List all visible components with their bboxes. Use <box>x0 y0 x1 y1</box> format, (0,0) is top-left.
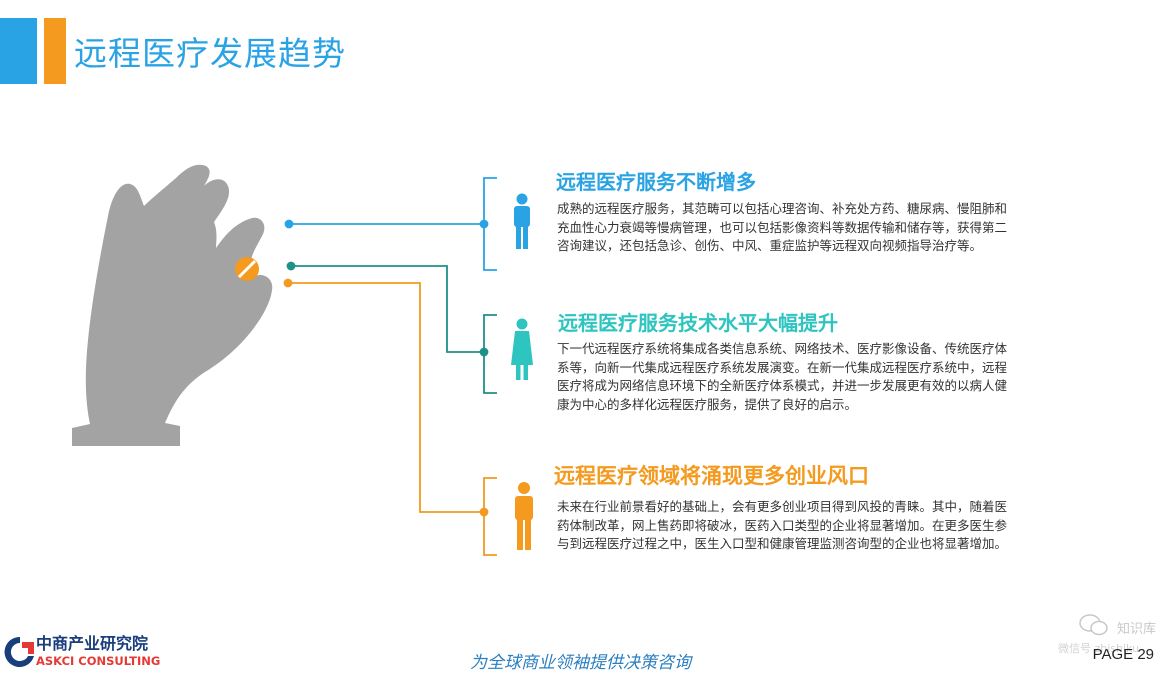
man-icon <box>515 482 533 550</box>
hand-icon <box>72 164 273 446</box>
page-number: PAGE 29 <box>1092 646 1154 663</box>
askci-logo-icon <box>4 636 35 667</box>
watermark-name: 知识库 <box>1117 622 1157 637</box>
connector-orange <box>283 278 497 556</box>
wechat-icon <box>1079 614 1108 636</box>
man-icon <box>514 193 530 249</box>
logo-name-cn: 中商产业研究院 <box>36 634 149 653</box>
logo-name-en: ASKCI CONSULTING <box>36 654 161 668</box>
footer-slogan: 为全球商业领袖提供决策咨询 <box>470 653 691 673</box>
connector-teal <box>286 261 497 394</box>
trend-2-heading: 远程医疗服务技术水平大幅提升 <box>558 311 838 335</box>
trend-1-heading: 远程医疗服务不断增多 <box>556 170 756 194</box>
trend-3-heading: 远程医疗领域将涌现更多创业风口 <box>554 464 869 488</box>
trend-3-body: 未来在行业前景看好的基础上，会有更多创业项目得到风投的青睐。其中，随着医药体制改… <box>557 499 1008 551</box>
connector-blue <box>284 177 497 271</box>
title-accent-blue <box>0 18 37 84</box>
watermark-url: 微信号 zhishiku <box>1058 642 1140 655</box>
trend-2-body: 下一代远程医疗系统将集成各类信息系统、网络技术、医疗影像设备、传统医疗体系等，向… <box>557 341 1008 412</box>
trend-1-body: 成熟的远程医疗服务，其范畴可以包括心理咨询、补充处方药、糖尿病、慢阻肺和充血性心… <box>557 201 1008 253</box>
title-accent-orange <box>44 18 66 84</box>
pill-icon <box>235 257 259 281</box>
woman-icon <box>511 318 533 380</box>
page-title: 远程医疗发展趋势 <box>74 34 346 73</box>
